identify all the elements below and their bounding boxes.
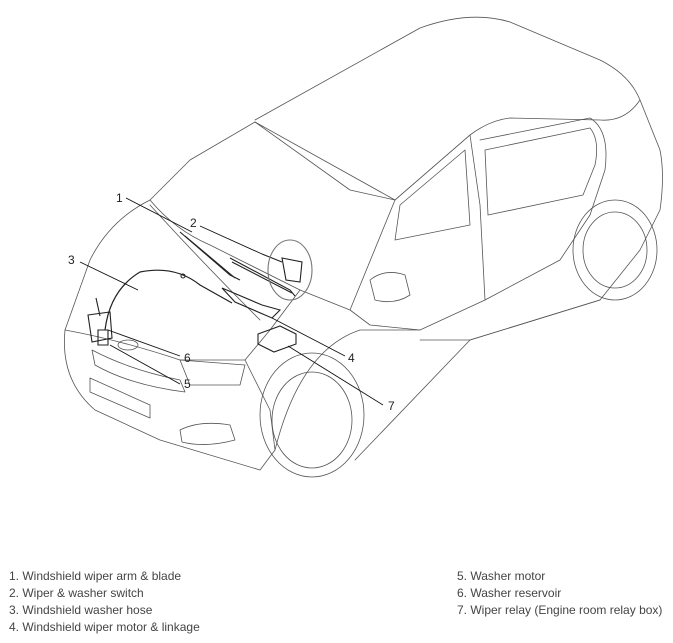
car-wiper-system-diagram: 1 2 3 4 5 6 7 xyxy=(64,16,663,478)
wiper-motor-linkage xyxy=(221,287,282,319)
car-grille xyxy=(91,349,186,393)
car-front-wheel xyxy=(271,371,353,469)
car-lower-grille xyxy=(89,377,151,419)
car-front-door xyxy=(349,134,486,331)
washer-nozzle xyxy=(180,273,186,279)
legend-item-4: 4. Windshield wiper motor & linkage xyxy=(9,620,200,634)
leader-line-7 xyxy=(287,345,384,406)
callout-number-6: 6 xyxy=(184,351,191,365)
legend-item-2: 2. Wiper & washer switch xyxy=(9,586,144,600)
wiper-switch-stalk xyxy=(261,253,283,263)
leader-line-5 xyxy=(109,344,181,385)
car-rear-door xyxy=(479,117,607,301)
car-rocker xyxy=(354,299,601,461)
callout-number-4: 4 xyxy=(348,351,355,365)
legend-item-3: 3. Windshield washer hose xyxy=(9,603,153,617)
car-rear-wheel xyxy=(582,211,648,289)
car-fog-lamp xyxy=(179,422,236,445)
wiper-blade-right xyxy=(229,257,296,297)
callout-number-7: 7 xyxy=(388,399,395,413)
washer-motor xyxy=(97,329,109,346)
washer-reservoir-neck xyxy=(95,297,101,317)
leader-line-2 xyxy=(199,225,263,255)
car-roof-panel xyxy=(254,99,641,201)
car-rear-wheel-arch xyxy=(572,199,658,301)
leader-line-3 xyxy=(79,261,139,291)
car-side-mirror xyxy=(369,272,411,303)
car-windshield-line xyxy=(254,121,396,201)
callout-number-1: 1 xyxy=(116,191,123,205)
callout-number-5: 5 xyxy=(184,377,191,391)
car-headlamp xyxy=(179,359,246,386)
car-front-fascia xyxy=(64,329,276,471)
callout-number-3: 3 xyxy=(68,253,75,267)
wiper-blade-left-edge xyxy=(184,235,236,279)
wiper-blade-right-edge xyxy=(231,261,293,294)
legend-item-7: 7. Wiper relay (Engine room relay box) xyxy=(457,603,663,617)
leader-line-1 xyxy=(125,197,193,233)
car-badge xyxy=(117,339,139,351)
washer-reservoir xyxy=(87,311,113,343)
car-rear-window xyxy=(484,127,598,216)
car-roof-outline xyxy=(254,16,663,341)
wiper-relay-box xyxy=(257,325,297,353)
leader-line-6 xyxy=(107,329,181,357)
car-front-wheel-arch xyxy=(259,352,365,478)
car-hood-crease xyxy=(149,204,261,321)
car-windshield-upper xyxy=(149,121,256,201)
leader-line-4 xyxy=(271,317,346,357)
steering-wheel xyxy=(267,239,313,301)
car-body-side xyxy=(274,329,421,451)
washer-hose xyxy=(104,269,233,331)
car-front-window xyxy=(394,149,471,241)
car-windshield-lower xyxy=(149,199,396,311)
legend-item-6: 6. Washer reservoir xyxy=(457,586,562,600)
legend-left-column: 1. Windshield wiper arm & blade 2. Wiper… xyxy=(9,568,200,636)
legend-item-5: 5. Washer motor xyxy=(457,569,546,583)
legend-item-1: 1. Windshield wiper arm & blade xyxy=(9,569,182,583)
car-hood xyxy=(64,199,301,361)
legend-right-column: 5. Washer motor 6. Washer reservoir 7. W… xyxy=(457,568,662,619)
callout-number-2: 2 xyxy=(190,216,197,230)
steering-column-switch xyxy=(281,257,303,283)
